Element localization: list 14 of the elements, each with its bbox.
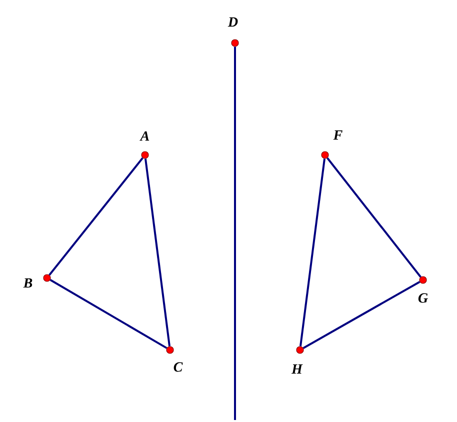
- point-label: B: [23, 278, 32, 288]
- point-label: D: [228, 17, 238, 27]
- point-label: C: [174, 362, 183, 372]
- line-segment: [300, 158, 326, 346]
- point-label: F: [333, 130, 342, 140]
- line-segment: [48, 157, 144, 276]
- line-segment: [234, 46, 236, 420]
- line-segment: [144, 158, 171, 346]
- line-segment: [326, 157, 422, 278]
- line-segment: [50, 279, 168, 349]
- point-label: H: [291, 364, 303, 374]
- point-label: G: [418, 293, 428, 303]
- point-label: A: [140, 131, 150, 141]
- line-segment: [302, 281, 420, 349]
